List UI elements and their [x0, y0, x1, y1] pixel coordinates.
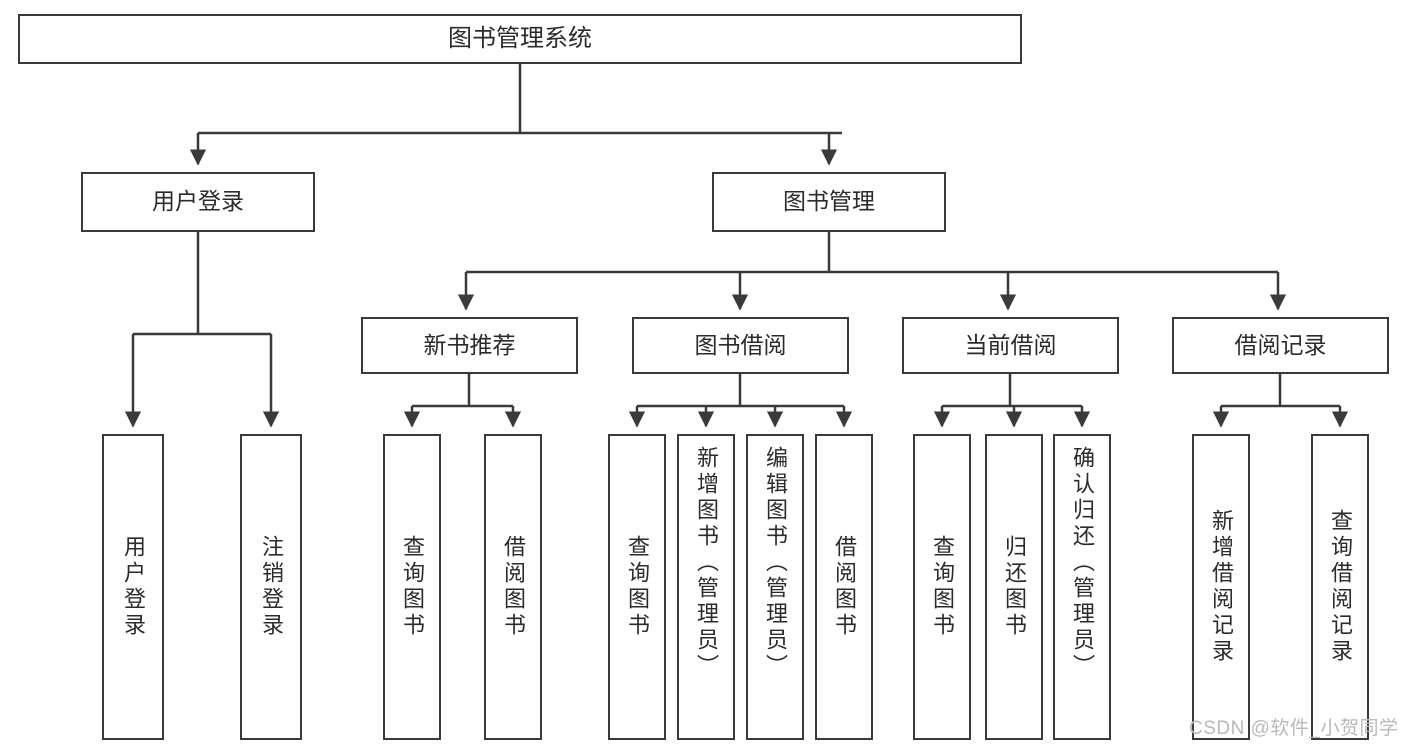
node-new-book-recommend[interactable]: 新书推荐	[361, 317, 578, 374]
node-borrow-record[interactable]: 借阅记录	[1172, 317, 1389, 374]
node-book-borrow[interactable]: 图书借阅	[632, 317, 849, 374]
node-leaf-query-book-cur-label: 查询图书	[930, 535, 955, 639]
node-leaf-query-book-cur[interactable]: 查询图书	[913, 434, 971, 740]
node-current-borrow-label: 当前借阅	[964, 331, 1057, 358]
node-leaf-query-book-borrow[interactable]: 查询图书	[608, 434, 666, 740]
node-user-login-label: 用户登录	[152, 188, 244, 215]
node-leaf-borrow-book[interactable]: 借阅图书	[815, 434, 873, 740]
node-root-label: 图书管理系统	[448, 24, 592, 52]
node-leaf-edit-book[interactable]: 编辑图书（管理员）	[746, 434, 804, 740]
node-leaf-add-record-label: 新增借阅记录	[1209, 509, 1234, 665]
node-leaf-user-login[interactable]: 用户登录	[102, 434, 164, 740]
node-leaf-query-record-label: 查询借阅记录	[1328, 509, 1353, 665]
node-leaf-confirm-return[interactable]: 确认归还（管理员）	[1053, 434, 1111, 740]
node-leaf-query-record[interactable]: 查询借阅记录	[1311, 434, 1369, 740]
node-book-manage[interactable]: 图书管理	[712, 172, 946, 232]
node-leaf-query-book-rec[interactable]: 查询图书	[383, 434, 441, 740]
node-leaf-add-record[interactable]: 新增借阅记录	[1192, 434, 1250, 740]
node-leaf-query-book-rec-label: 查询图书	[400, 535, 425, 639]
node-leaf-user-login-label: 用户登录	[121, 535, 146, 639]
node-leaf-return-book[interactable]: 归还图书	[985, 434, 1043, 740]
node-leaf-edit-book-label: 编辑图书（管理员）	[763, 446, 788, 680]
node-current-borrow[interactable]: 当前借阅	[902, 317, 1119, 374]
watermark: CSDN @软件_小贺同学	[1189, 718, 1399, 739]
node-book-manage-label: 图书管理	[783, 188, 875, 215]
node-leaf-query-book-borrow-label: 查询图书	[625, 535, 650, 639]
node-leaf-borrow-book-rec[interactable]: 借阅图书	[484, 434, 542, 740]
node-user-login[interactable]: 用户登录	[81, 172, 315, 232]
node-book-borrow-label: 图书借阅	[694, 331, 787, 358]
node-leaf-borrow-book-label: 借阅图书	[832, 535, 857, 639]
node-leaf-logout[interactable]: 注销登录	[240, 434, 302, 740]
node-leaf-return-book-label: 归还图书	[1002, 535, 1027, 639]
node-new-book-recommend-label: 新书推荐	[423, 331, 516, 358]
node-leaf-confirm-return-label: 确认归还（管理员）	[1070, 446, 1095, 680]
node-root[interactable]: 图书管理系统	[18, 14, 1022, 64]
node-borrow-record-label: 借阅记录	[1234, 331, 1327, 358]
node-leaf-borrow-book-rec-label: 借阅图书	[501, 535, 526, 639]
node-leaf-logout-label: 注销登录	[259, 535, 284, 639]
node-leaf-add-book[interactable]: 新增图书（管理员）	[677, 434, 735, 740]
node-leaf-add-book-label: 新增图书（管理员）	[694, 446, 719, 680]
